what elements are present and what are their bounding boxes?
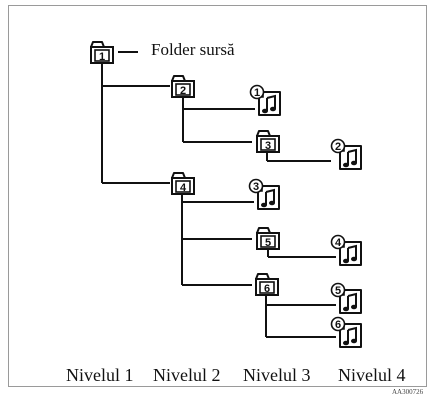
track-number: 5 (335, 285, 341, 297)
level-label-3: Nivelul 3 (243, 365, 311, 385)
folder-icon-3: 3 (256, 130, 280, 153)
folder-icon-2: 2 (171, 75, 195, 98)
music-file-icon-2: 2 (330, 138, 362, 170)
level-label-2: Nivelul 2 (153, 365, 221, 385)
folder-icon-root: 1 (90, 41, 114, 64)
track-number: 1 (254, 87, 260, 99)
level-label-1: Nivelul 1 (66, 365, 134, 385)
folder-icon-5: 5 (256, 227, 280, 250)
root-folder-label: Folder sursă (151, 40, 235, 59)
folder-number-root: 1 (99, 51, 105, 63)
music-file-icon-5: 5 (330, 282, 362, 314)
level-label-4: Nivelul 4 (338, 365, 406, 385)
music-file-icon-4: 4 (330, 234, 362, 266)
folder-icon-4: 4 (171, 172, 195, 195)
track-number: 6 (335, 319, 341, 331)
music-file-icon-6: 6 (330, 316, 362, 348)
folder-number: 5 (265, 237, 271, 249)
track-number: 4 (335, 237, 342, 249)
folder-number: 4 (180, 182, 187, 194)
track-number: 2 (335, 141, 341, 153)
figure-code: AA300726 (392, 388, 424, 396)
music-file-icon-3: 3 (248, 178, 280, 210)
music-file-icon-1: 1 (249, 84, 281, 116)
folder-number: 2 (180, 85, 186, 97)
track-number: 3 (253, 181, 259, 193)
tree-connectors (101, 51, 336, 338)
folder-icon-6: 6 (255, 273, 279, 296)
folder-number: 6 (264, 283, 270, 295)
folder-number: 3 (265, 140, 271, 152)
